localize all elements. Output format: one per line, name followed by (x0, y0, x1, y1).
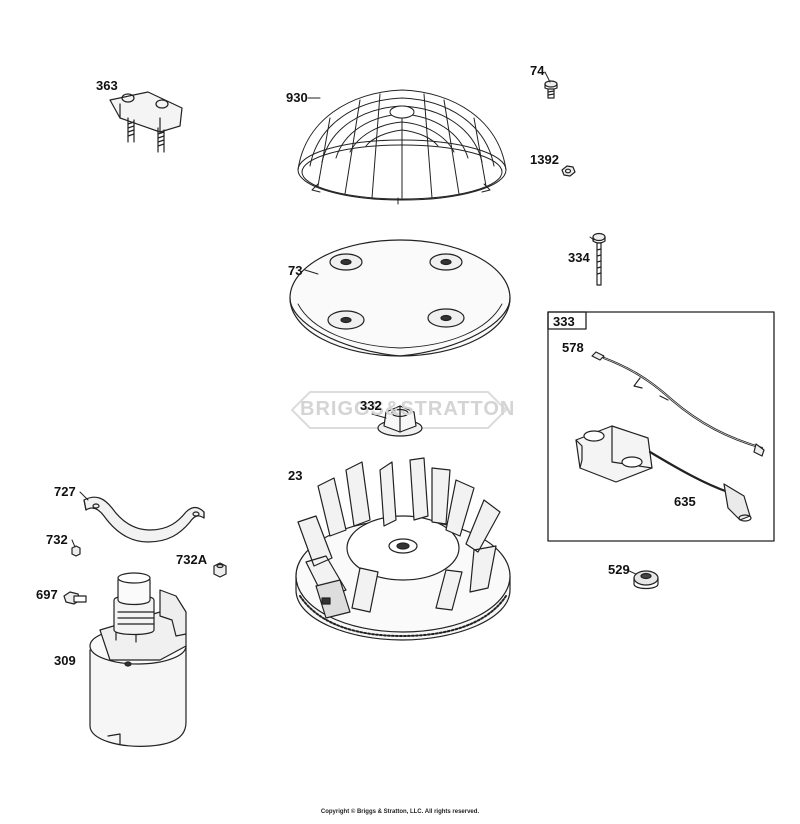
callout-23: 23 (288, 468, 303, 483)
part-74-screw (544, 80, 558, 99)
callout-578: 578 (562, 340, 584, 355)
callout-309: 309 (54, 653, 76, 668)
part-334-screw (592, 232, 606, 286)
callout-732a: 732A (176, 552, 208, 567)
copyright-notice: Copyright © Briggs & Stratton, LLC. All … (320, 809, 480, 815)
watermark-text: BRIGGS&STRATTON (300, 398, 516, 420)
callout-732: 732 (46, 532, 68, 547)
callout-334: 334 (568, 250, 590, 265)
callout-930: 930 (286, 90, 308, 105)
kit-333-box (547, 311, 775, 542)
part-732a-nut (213, 562, 227, 578)
part-635-ignition-armature (575, 425, 752, 522)
callout-363: 363 (96, 78, 118, 93)
callout-1392: 1392 (530, 152, 559, 167)
callout-727: 727 (54, 484, 76, 499)
part-309-starter-motor (89, 572, 187, 747)
part-697-bolt (63, 591, 87, 605)
part-578-ground-wire (591, 351, 765, 457)
callout-74: 74 (530, 63, 545, 78)
callout-332: 332 (360, 398, 382, 413)
callout-333: 333 (553, 314, 575, 329)
part-727-strap-bracket (83, 496, 205, 543)
part-332-flange-nut (377, 405, 423, 437)
part-73-cover-disc (289, 239, 511, 357)
part-363-terminal-bracket (109, 91, 183, 153)
part-1392-nut (561, 165, 576, 177)
callout-697: 697 (36, 587, 58, 602)
part-930-wire-grille (297, 89, 507, 205)
part-529-grommet (633, 570, 659, 590)
part-732-nut (71, 545, 81, 557)
callout-73: 73 (288, 263, 303, 278)
callout-635: 635 (674, 494, 696, 509)
callout-529: 529 (608, 562, 630, 577)
part-23-flywheel (295, 457, 511, 641)
watermark-logo (291, 391, 507, 429)
leader-lines (71, 71, 637, 575)
